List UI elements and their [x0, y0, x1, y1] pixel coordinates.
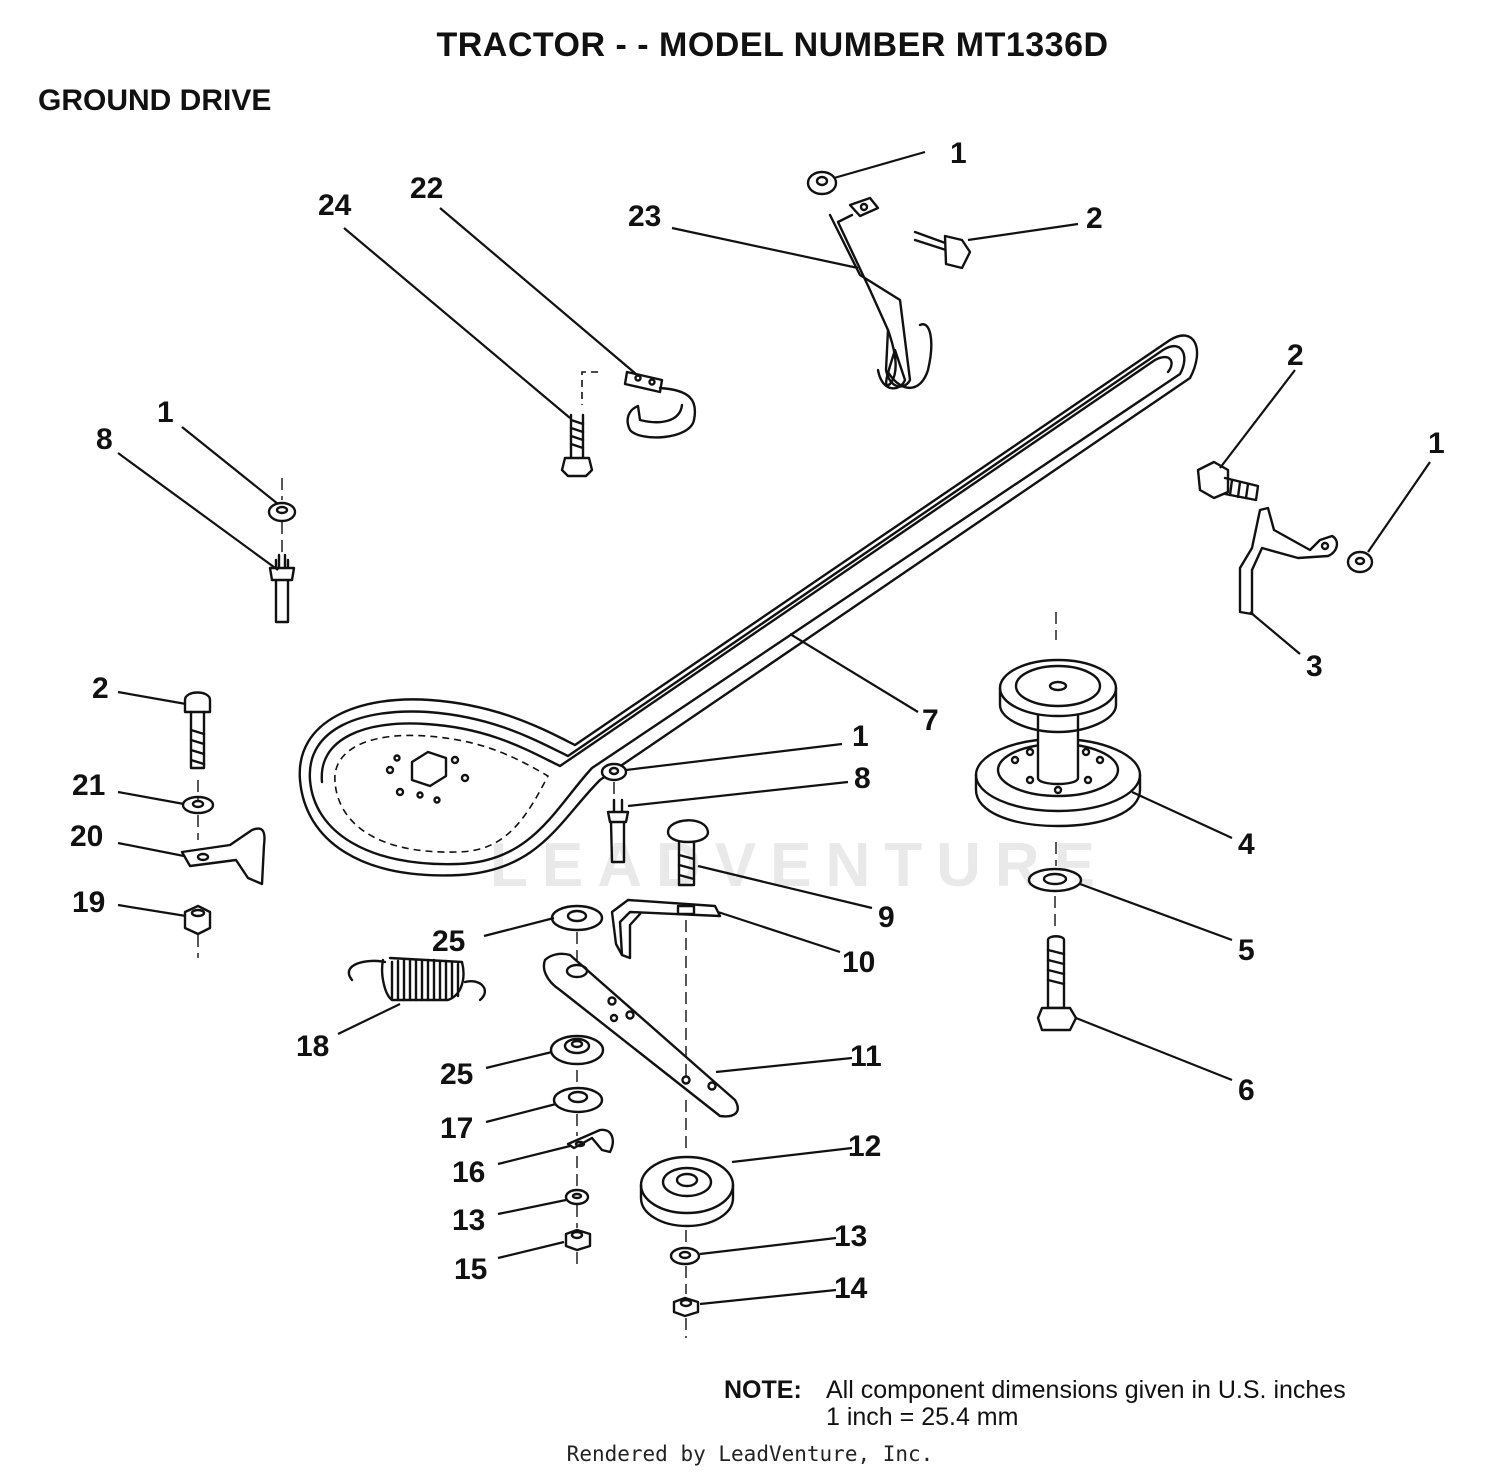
bolt-2-right	[1196, 460, 1260, 502]
clip-16	[566, 1128, 614, 1154]
note-label: NOTE:	[724, 1376, 802, 1404]
callout-22: 22	[410, 172, 443, 205]
spacer-25-lower	[549, 1034, 605, 1066]
callout-17: 17	[440, 1112, 473, 1145]
drive-belt	[298, 334, 1199, 877]
callout-2: 2	[1086, 202, 1103, 235]
nut-1-right	[1346, 550, 1374, 574]
callout-1: 1	[950, 137, 967, 170]
callout-3: 3	[1306, 650, 1323, 683]
callout-8: 8	[854, 762, 871, 795]
nut-15	[564, 1228, 592, 1252]
callout-12: 12	[848, 1130, 881, 1163]
callout-11: 11	[850, 1040, 882, 1073]
carriage-bolt-9	[666, 819, 710, 887]
callout-13: 13	[452, 1204, 485, 1237]
bolt-6	[1036, 935, 1078, 1032]
callout-20: 20	[70, 820, 103, 853]
callout-9: 9	[878, 901, 895, 934]
lock-washer-5	[1027, 867, 1083, 893]
callout-1: 1	[852, 720, 869, 753]
leader-lines	[117, 150, 1431, 1306]
callout-19: 19	[72, 886, 105, 919]
callout-14: 14	[834, 1272, 868, 1305]
belt-guide-22	[581, 370, 697, 439]
callout-2: 2	[92, 672, 109, 705]
bolt-2-top	[913, 230, 972, 270]
idler-pulley-12	[639, 1155, 735, 1228]
stud-8-center	[606, 798, 630, 864]
note-line-1: All component dimensions given in U.S. i…	[826, 1376, 1346, 1404]
callout-15: 15	[454, 1253, 487, 1286]
spring-18	[347, 956, 487, 1002]
callout-4: 4	[1238, 828, 1255, 861]
callout-24: 24	[318, 189, 352, 222]
section-title: GROUND DRIVE	[38, 84, 272, 117]
washer-13-left	[564, 1188, 590, 1206]
bolt-24	[560, 413, 594, 478]
bracket-3	[1238, 506, 1339, 616]
nut-1-center	[600, 762, 628, 782]
nut-1-left	[267, 501, 297, 523]
dimension-note: NOTE: All component dimensions given in U…	[724, 1377, 1346, 1431]
washer-13-right	[669, 1246, 701, 1266]
nut-19	[183, 904, 212, 936]
callout-5: 5	[1238, 934, 1255, 967]
callout-18: 18	[296, 1030, 329, 1063]
pulley-hub	[385, 750, 470, 804]
callout-1: 1	[157, 396, 174, 429]
callout-labels: 1 2 23 24 22 2 1 1 8 3 2 7 1 8 21 4 20 1…	[70, 137, 1445, 1305]
bolt-2-left	[183, 691, 212, 770]
callout-23: 23	[628, 200, 661, 233]
idler-arm-11	[542, 952, 739, 1118]
callout-2: 2	[1287, 339, 1304, 372]
axis-pulley	[1054, 612, 1057, 930]
footer-credit: Rendered by LeadVenture, Inc.	[566, 1442, 934, 1466]
bracket-20	[180, 827, 266, 886]
washer-17	[552, 1086, 604, 1114]
callout-6: 6	[1238, 1074, 1255, 1107]
washer-21	[181, 795, 215, 815]
callout-25: 25	[432, 925, 465, 958]
bracket-10	[610, 898, 722, 960]
callout-10: 10	[842, 946, 875, 979]
callout-25: 25	[440, 1058, 473, 1091]
callout-1: 1	[1428, 427, 1445, 460]
double-pulley-4	[974, 658, 1142, 828]
callout-21: 21	[72, 769, 105, 802]
callout-13: 13	[834, 1220, 867, 1253]
callout-7: 7	[922, 704, 939, 737]
note-line-2: 1 inch = 25.4 mm	[826, 1403, 1019, 1431]
page-title: TRACTOR - - MODEL NUMBER MT1336D	[436, 26, 1109, 64]
stud-8-left	[268, 553, 296, 624]
nut-1-top	[806, 170, 838, 196]
nut-14	[672, 1296, 700, 1318]
spacer-25-top	[550, 904, 604, 932]
callout-16: 16	[452, 1156, 485, 1189]
callout-8: 8	[96, 423, 113, 456]
belt-guide-23	[828, 196, 933, 390]
